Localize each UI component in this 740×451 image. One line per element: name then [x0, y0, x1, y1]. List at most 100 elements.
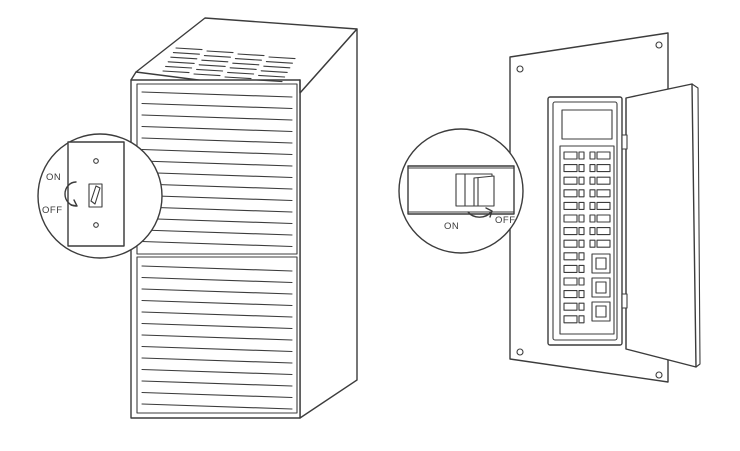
louver-line — [141, 334, 293, 341]
furnace-switch-callout: ON OFF — [37, 133, 163, 259]
plate-screw-icon — [93, 222, 99, 228]
louver-line — [141, 403, 293, 410]
breaker-switch — [563, 277, 578, 286]
breaker-switch — [578, 252, 585, 261]
louver-line — [141, 102, 293, 110]
louver-line — [141, 288, 293, 295]
lower-louvers — [141, 265, 293, 410]
upper-louvers — [141, 91, 293, 248]
louver-line — [141, 148, 293, 156]
double-breaker — [591, 253, 611, 274]
breaker-switch — [589, 176, 596, 185]
breaker-switch — [578, 189, 585, 198]
double-breaker — [591, 301, 611, 322]
breaker-switch — [596, 189, 611, 198]
top-vent — [224, 53, 265, 80]
louver-line — [141, 217, 293, 225]
louver-line — [141, 357, 293, 364]
breaker-switch — [563, 302, 578, 311]
breaker-switch — [563, 315, 578, 324]
louver-line — [141, 137, 293, 144]
breaker-switch — [563, 189, 578, 198]
double-breaker — [591, 277, 611, 298]
breaker-switch — [589, 151, 596, 160]
furnace-on-label: ON — [46, 172, 61, 183]
panel-door — [625, 83, 697, 368]
breaker-toggle-handle — [473, 175, 495, 207]
mount-screw-icon — [655, 371, 663, 379]
louver-line — [141, 311, 293, 318]
louver-line — [141, 380, 293, 387]
louver-line — [141, 240, 293, 248]
breaker-switch — [596, 214, 611, 223]
breaker-switch — [596, 176, 611, 185]
breaker-switch — [563, 164, 578, 173]
breaker-switch — [578, 164, 585, 173]
louver-line — [141, 206, 293, 213]
louver-line — [141, 322, 293, 330]
mount-screw-icon — [516, 65, 524, 73]
breaker-switch — [596, 201, 611, 210]
breaker-panel — [509, 32, 701, 383]
breaker-switch — [563, 214, 578, 223]
breaker-switch — [578, 290, 585, 299]
breaker-switch — [563, 264, 578, 273]
door-hinge — [621, 293, 628, 309]
toggle-lever — [90, 185, 101, 205]
louver-line — [141, 229, 293, 236]
louver-line — [141, 160, 293, 167]
top-vent — [255, 56, 296, 83]
furnace-off-label: OFF — [42, 205, 63, 216]
breaker-switch — [578, 176, 585, 185]
mount-screw-icon — [516, 348, 524, 356]
rotate-arrow-icon — [467, 211, 492, 218]
main-breaker-window — [561, 109, 613, 140]
breaker-switch-callout: ON OFF — [398, 128, 524, 254]
breaker-switch — [578, 151, 585, 160]
breaker-window — [559, 145, 615, 335]
louver-line — [141, 276, 293, 284]
breaker-switch — [563, 176, 578, 185]
breaker-switch — [596, 151, 611, 160]
breaker-switch — [578, 239, 585, 248]
breaker-switch — [589, 227, 596, 236]
louver-line — [141, 345, 293, 353]
door-hinge — [621, 134, 628, 150]
top-vent — [193, 50, 234, 77]
louver-line — [141, 183, 293, 190]
furnace-lower-panel — [136, 256, 298, 414]
breaker-switch — [578, 227, 585, 236]
plate-screw-icon — [93, 158, 99, 164]
breaker-rows — [563, 151, 611, 324]
breaker-switch — [596, 227, 611, 236]
furnace-unit — [130, 17, 358, 419]
breaker-switch — [589, 214, 596, 223]
breaker-switch — [578, 302, 585, 311]
breaker-switch — [596, 239, 611, 248]
louver-line — [141, 114, 293, 121]
louver-line — [141, 299, 293, 307]
breaker-switch — [578, 201, 585, 210]
louver-line — [141, 391, 293, 399]
louver-line — [141, 91, 293, 98]
louver-line — [141, 265, 293, 272]
breaker-switch — [563, 239, 578, 248]
furnace-side — [299, 28, 358, 419]
top-vents — [162, 47, 296, 83]
breaker-switch — [589, 239, 596, 248]
breaker-switch — [578, 315, 585, 324]
breaker-switch — [563, 227, 578, 236]
breaker-switch — [589, 201, 596, 210]
breaker-switch — [589, 189, 596, 198]
louver-line — [141, 171, 293, 179]
louver-line — [141, 125, 293, 133]
breaker-switch — [563, 201, 578, 210]
breaker-switch — [596, 164, 611, 173]
top-vent — [162, 47, 203, 74]
breaker-switch — [563, 252, 578, 261]
furnace-upper-panel — [136, 83, 298, 255]
breaker-off-label: OFF — [495, 215, 516, 226]
breaker-switch — [578, 264, 585, 273]
breaker-switch — [578, 277, 585, 286]
